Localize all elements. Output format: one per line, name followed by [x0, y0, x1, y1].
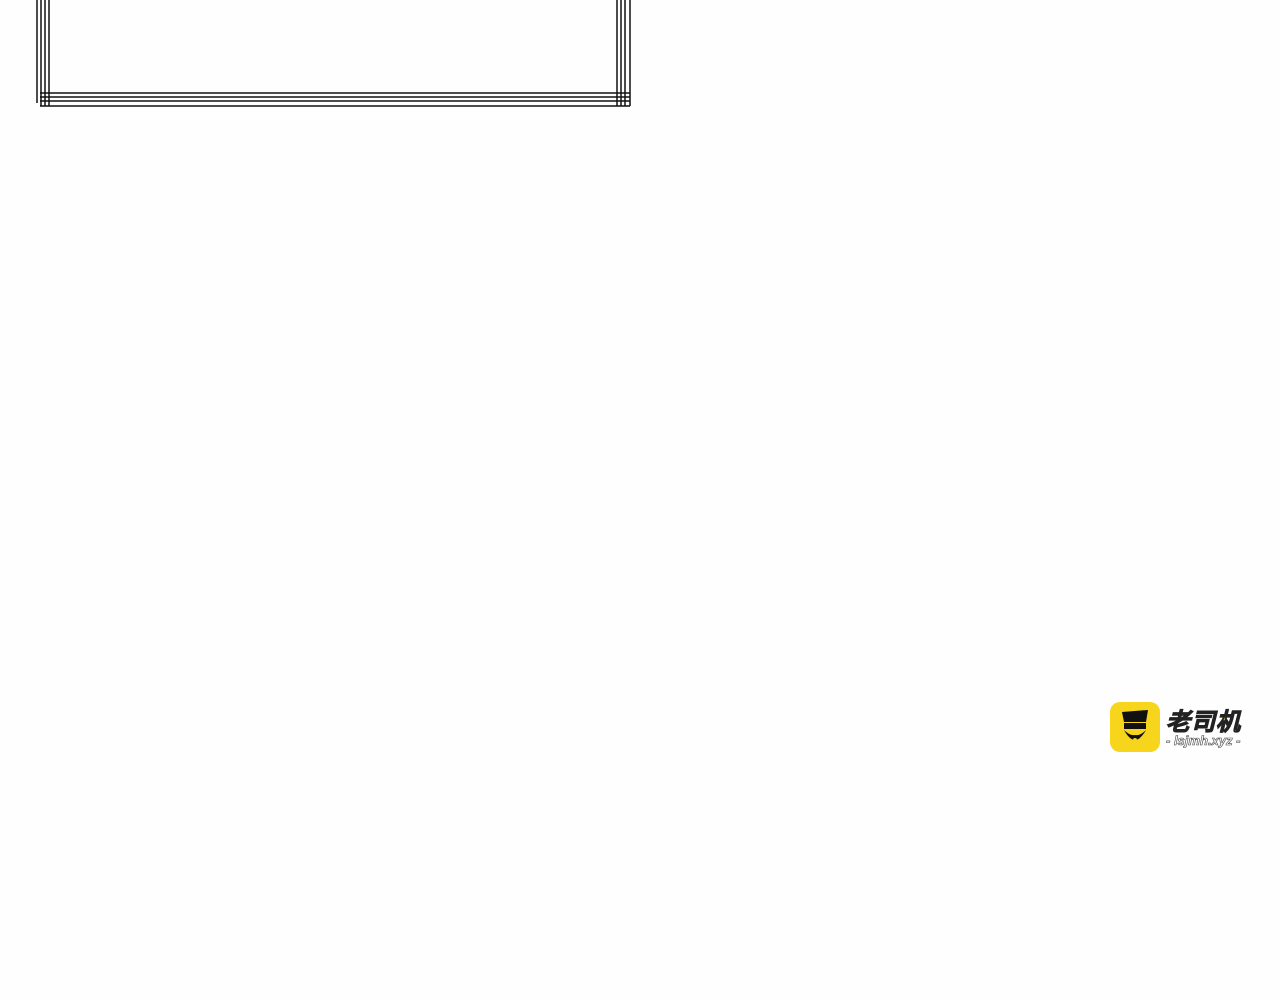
- watermark-url: - lsjmh.xyz -: [1166, 733, 1241, 749]
- watermark: 老司机 - lsjmh.xyz -: [1110, 702, 1260, 752]
- comic-panel-border: [36, 0, 631, 107]
- watermark-brand: 老司机: [1166, 709, 1241, 737]
- driver-face-logo-icon: [1110, 702, 1160, 752]
